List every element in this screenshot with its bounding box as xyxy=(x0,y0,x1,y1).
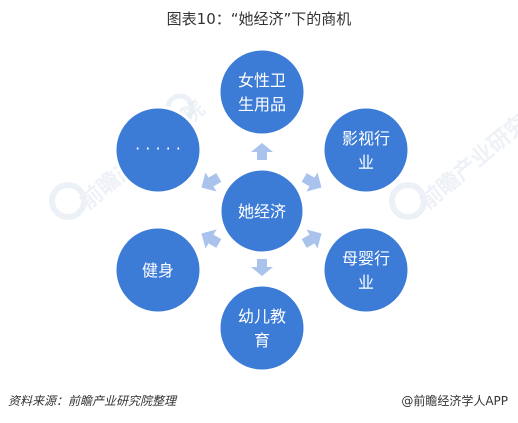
arrow-up xyxy=(251,143,273,160)
node-lower-right-line2: 业 xyxy=(358,273,374,292)
arrow-upper-left xyxy=(201,172,222,192)
node-top-line2: 生用品 xyxy=(238,95,286,114)
arrow-down xyxy=(251,259,273,276)
arrows xyxy=(201,143,322,276)
chart-title: 图表10：“她经济”下的商机 xyxy=(166,10,352,28)
source-note: 资料来源：前瞻产业研究院整理 xyxy=(8,394,177,408)
node-lower-left: 健身 xyxy=(113,225,203,315)
node-upper-right-line1: 影视行 xyxy=(342,129,390,148)
node-lower-right: 母婴行 业 xyxy=(321,225,411,315)
center-label: 她经济 xyxy=(238,202,286,221)
center-node: 她经济 xyxy=(218,167,306,255)
node-upper-left: · · · · · xyxy=(113,105,203,195)
node-lower-right-line1: 母婴行 xyxy=(342,249,390,268)
node-bottom: 幼儿教 育 xyxy=(217,283,307,373)
arrow-upper-right xyxy=(301,172,322,192)
node-bottom-line1: 幼儿教 xyxy=(238,307,286,326)
watermark-text-2: 前瞻产业研究院 xyxy=(415,96,518,215)
node-bottom-line2: 育 xyxy=(254,331,270,350)
arrow-lower-left xyxy=(201,229,222,249)
node-upper-left-line1: · · · · · xyxy=(135,139,181,158)
node-upper-right-line2: 业 xyxy=(358,153,374,172)
arrow-lower-right xyxy=(301,229,322,249)
node-upper-right: 影视行 业 xyxy=(321,105,411,195)
node-top-line1: 女性卫 xyxy=(238,71,286,90)
brand-credit: @前瞻经济学人APP xyxy=(401,394,508,408)
node-top: 女性卫 生用品 xyxy=(217,47,307,137)
watermark-logo-2: 前瞻产业研究院 xyxy=(389,96,518,220)
node-lower-left-line1: 健身 xyxy=(142,261,174,280)
